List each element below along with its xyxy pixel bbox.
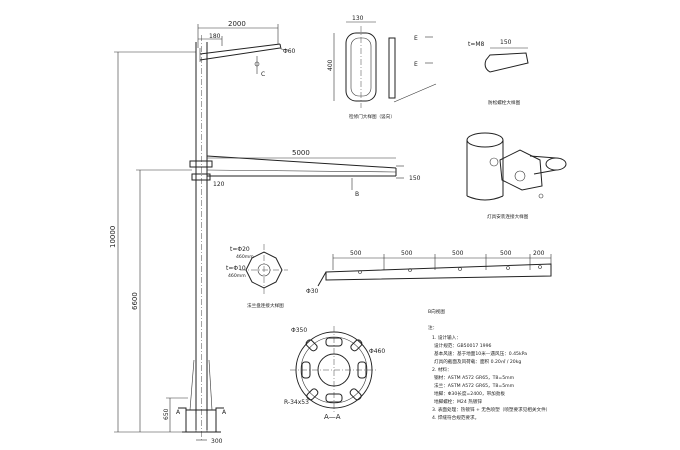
section-marks: A A B C xyxy=(176,71,359,416)
flange-slot-note: R-34x53 xyxy=(284,399,309,406)
clamp-detail: 灯具安装连接大样图 xyxy=(466,132,567,220)
arm-span-1: 500 xyxy=(350,250,362,257)
flange-hole-dia: Φ460 xyxy=(369,348,385,355)
label-inner: t=Φ10 xyxy=(226,265,246,272)
bolt-detail: t=M8 150 防松螺栓大样图 xyxy=(468,39,529,106)
section-c: C xyxy=(261,71,265,78)
arm-span-5: 200 xyxy=(533,250,545,257)
svg-text:E: E xyxy=(414,35,418,42)
notes-block: 注： 1. 设计输入： 设计规范：GB50017 1996 基本风速：基于地面1… xyxy=(428,324,550,421)
notes-line: 灯具的截面及风荷载：面积 0.20㎡ / 20kg xyxy=(434,358,521,365)
notes-line: 法兰：ASTM A572 GR65，T8=5mm xyxy=(434,382,515,389)
section-a-left: A xyxy=(176,409,181,416)
label-top-span: 2000 xyxy=(228,20,246,28)
label-arm-drop: 150 xyxy=(409,175,421,182)
arm-span-4: 500 xyxy=(500,250,512,257)
flange-title: A—A xyxy=(324,413,341,421)
label-arm-offset: 120 xyxy=(213,181,225,188)
dim-arm: 5000 120 150 xyxy=(207,149,421,188)
arm-span-3: 500 xyxy=(452,250,464,257)
label-plate-spec: 460mm xyxy=(236,254,254,260)
svg-text:E: E xyxy=(414,61,418,68)
octagon-detail: t=Φ20 460mm t=Φ10 460mm 法兰盘连接大样图 xyxy=(226,244,288,309)
notes-line: 地脚螺栓：M24 热镀锌 xyxy=(434,398,482,405)
notes-line: 设计规范：GB50017 1996 xyxy=(434,342,492,349)
arm-b-view: 500 500 500 500 200 Φ30 B向视图 xyxy=(306,250,552,315)
dim-vertical: 10000 6600 650 300 xyxy=(109,51,223,445)
label-top-offset: 180 xyxy=(209,33,221,40)
door-slot-detail: 130 400 E E 检修门大样图（竖向） xyxy=(327,15,437,120)
notes-line: 基本风速：基于地面10米—遇风压：0.45kPa xyxy=(434,350,527,357)
label-top-angle: Φ60 xyxy=(283,48,296,55)
label-total-height: 10000 xyxy=(109,226,117,248)
notes-line: 2. 材料： xyxy=(432,366,452,373)
label-base-width: 300 xyxy=(211,438,223,445)
arm-view-title: B向视图 xyxy=(428,308,445,315)
caption-clamp: 灯具安装连接大样图 xyxy=(487,213,529,220)
section-a-right: A xyxy=(222,409,227,416)
arm-end-dia: Φ30 xyxy=(306,288,319,295)
dim-top-span: 2000 180 Φ60 xyxy=(197,20,296,55)
notes-line: 地脚：Φ30长度=2400，带加劲板 xyxy=(434,390,505,397)
label-base-height: 650 xyxy=(163,408,170,420)
label-slot-width: 130 xyxy=(352,15,364,22)
notes-line: 钢材：ASTM A572 GR65，T8=5mm xyxy=(434,374,515,381)
caption-octagon: 法兰盘连接大样图 xyxy=(247,302,284,309)
label-inner-spec: 460mm xyxy=(228,273,246,279)
notes-heading: 注： xyxy=(428,324,437,331)
caption-bolt: 防松螺栓大样图 xyxy=(488,99,521,106)
notes-line: 4. 焊缝符合规范要求。 xyxy=(432,414,479,421)
flange-outer-dia: Φ350 xyxy=(291,327,307,334)
notes-line: 1. 设计输入： xyxy=(432,334,461,341)
caption-door: 检修门大样图（竖向） xyxy=(349,113,395,120)
label-arm-height: 6600 xyxy=(131,292,139,310)
label-bolt-tag: t=M8 xyxy=(468,41,485,48)
label-arm-span: 5000 xyxy=(292,149,310,157)
pole-elevation xyxy=(182,35,404,440)
section-b: B xyxy=(355,191,359,198)
label-slot-height: 400 xyxy=(327,59,334,71)
label-bolt-len: 150 xyxy=(500,39,512,46)
label-plate: t=Φ20 xyxy=(230,246,250,253)
flange-section: Φ350 Φ460 R-34x53 A—A xyxy=(284,326,385,421)
notes-line: 3. 表面处理：热镀锌 + 无色喷塑（喷塑要求见相关文件） xyxy=(432,406,550,413)
arm-span-2: 500 xyxy=(401,250,413,257)
